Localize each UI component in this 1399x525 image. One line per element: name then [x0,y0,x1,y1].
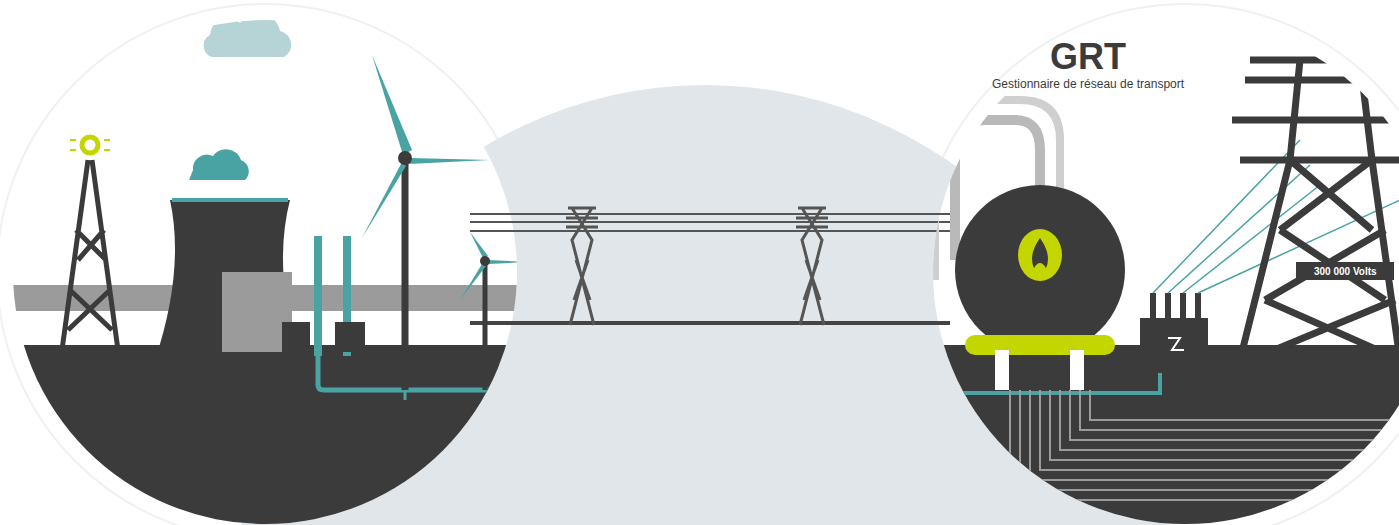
operator-acronym: GRT [1050,37,1126,77]
transport-scene [930,60,1399,525]
operator-subtitle: Gestionnaire de réseau de transport [992,78,1184,91]
voltage-label: 300 000 Volts [1314,266,1377,277]
transmission-line [470,208,950,325]
production-scene [0,13,530,525]
